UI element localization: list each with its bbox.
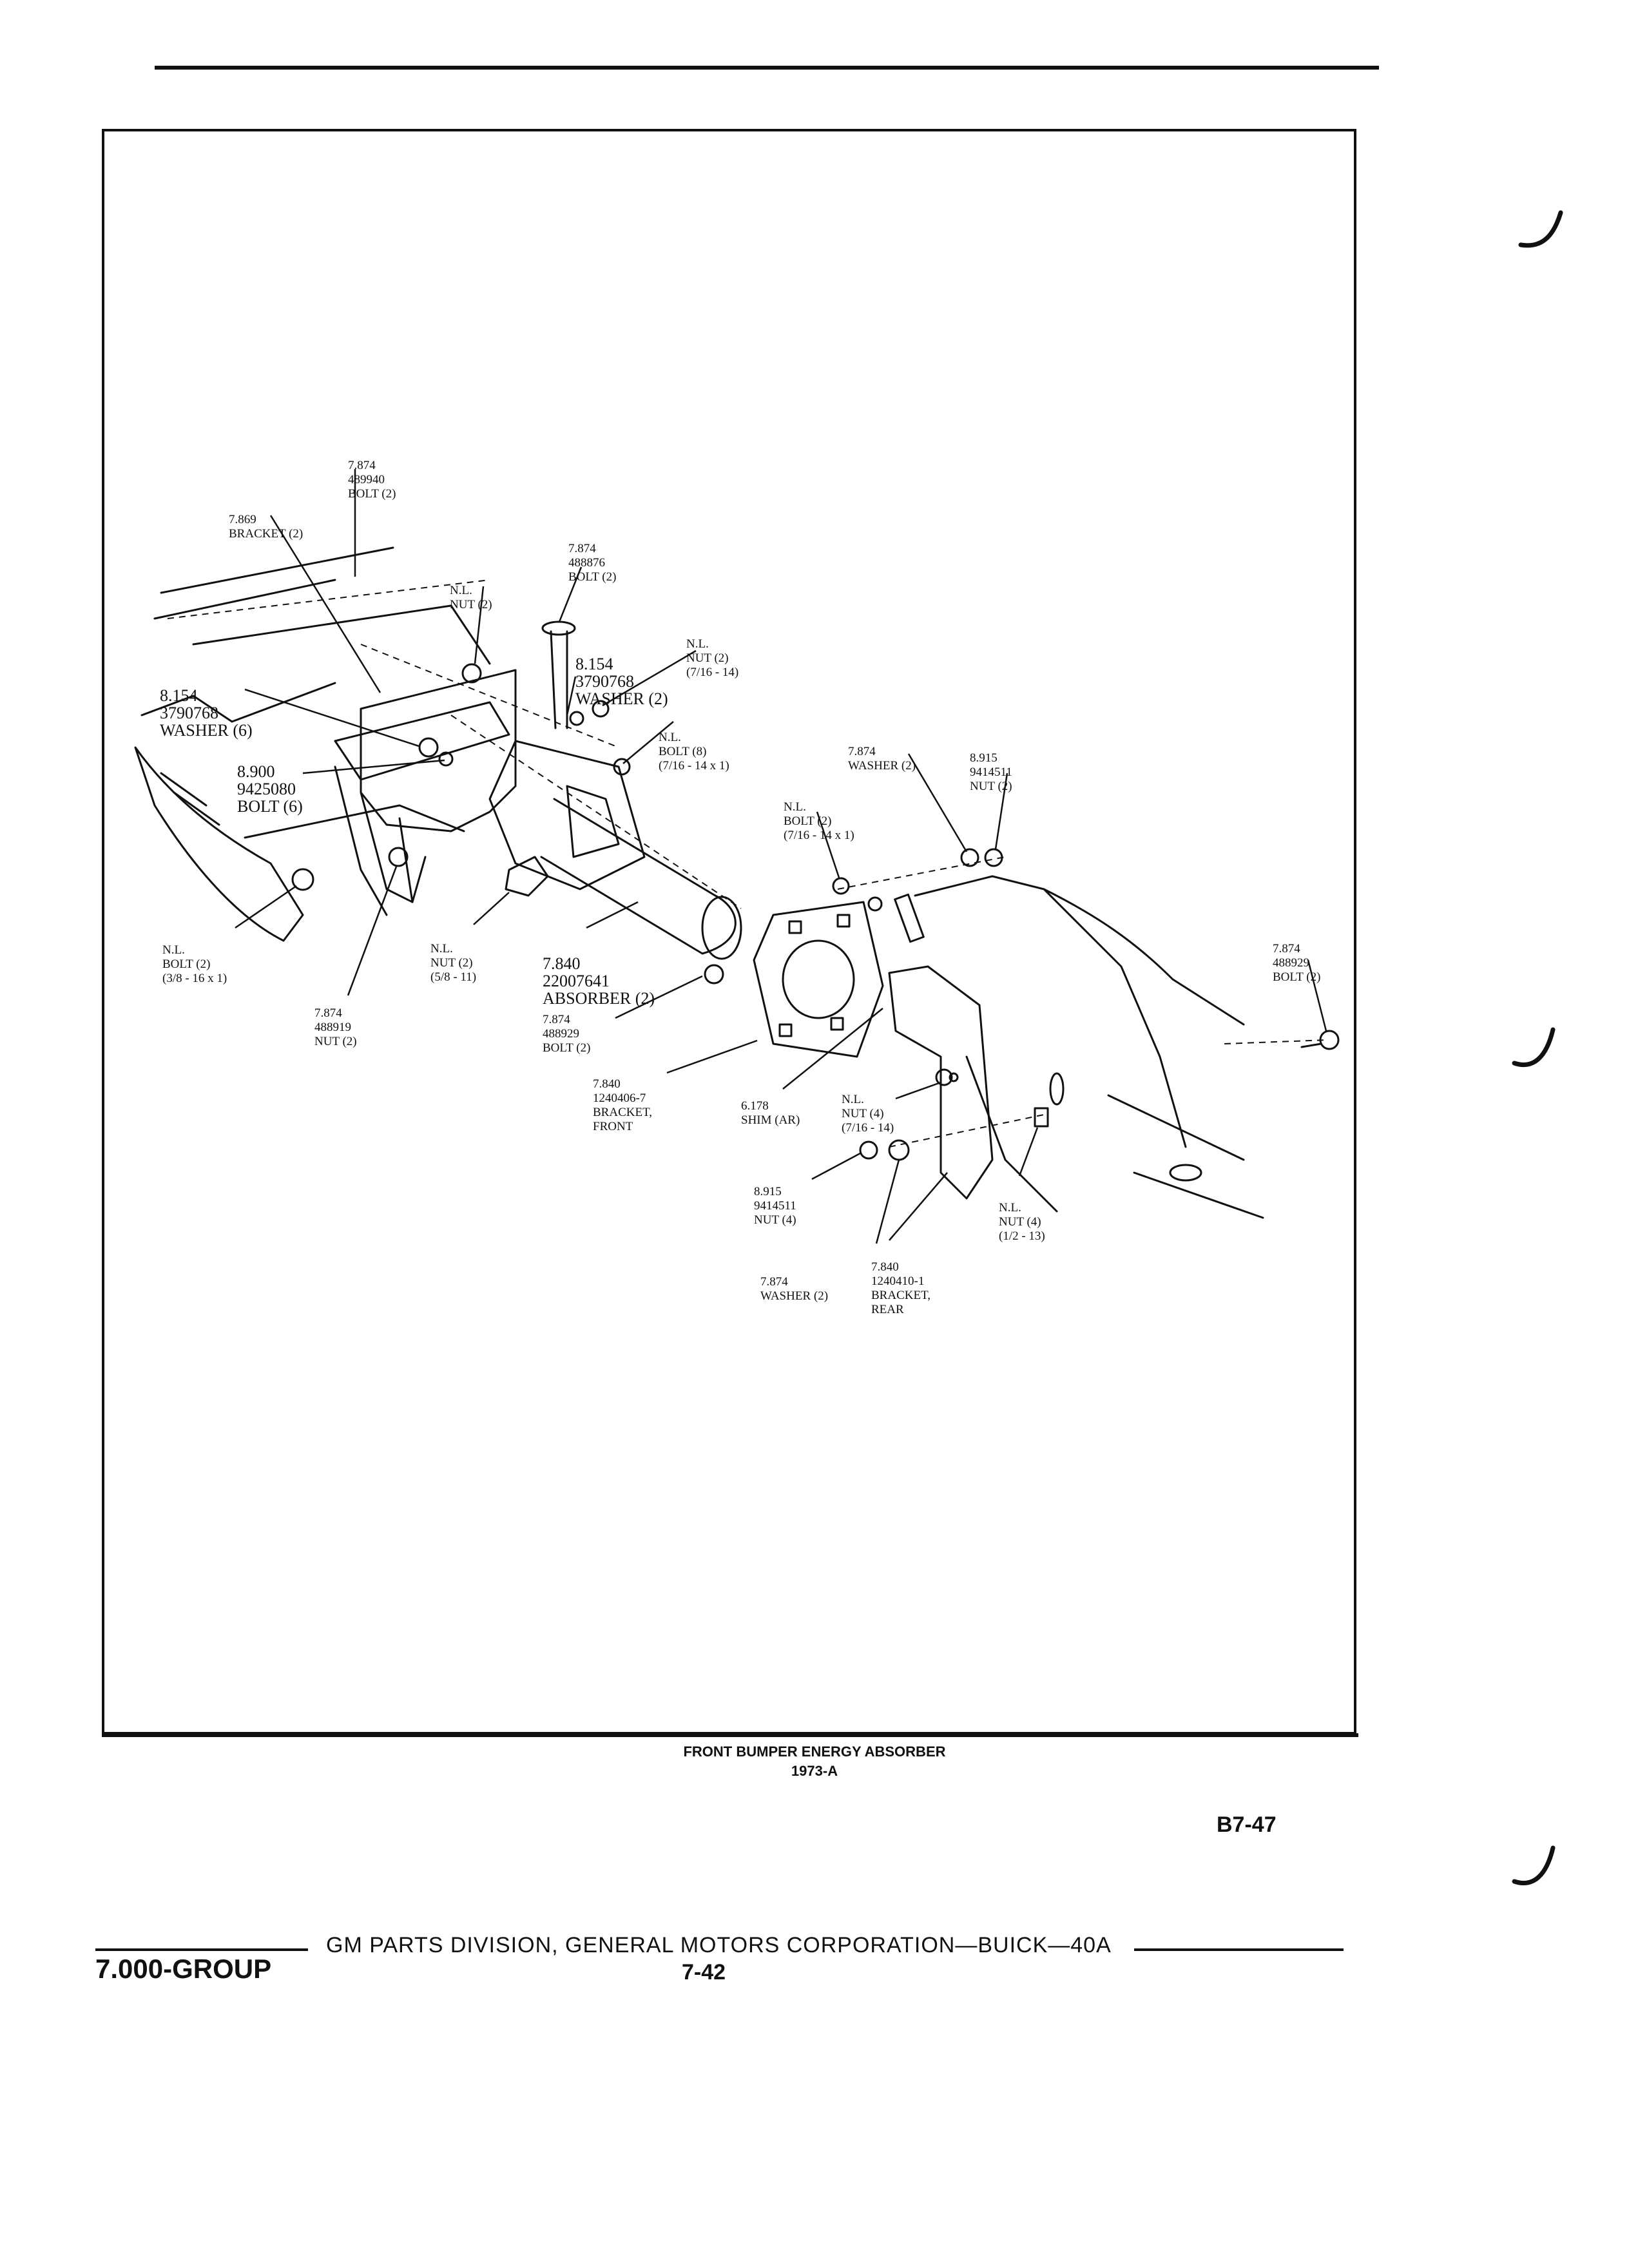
leader-bolt-9425080 <box>302 759 445 774</box>
leader-washer-7874-b <box>875 1159 900 1244</box>
leader-bolt-488929-left <box>615 975 703 1019</box>
binder-mark-top <box>1518 210 1563 248</box>
absorber-end <box>701 896 742 960</box>
leader-absorber <box>586 901 639 929</box>
absorber-cylinder <box>540 798 737 955</box>
bumper-detail <box>160 772 220 826</box>
diagram-frame-shadow <box>102 1733 1358 1737</box>
header-rule <box>155 66 1379 70</box>
frame-lower <box>244 701 510 839</box>
footer-publisher: GM PARTS DIVISION, GENERAL MOTORS CORPOR… <box>326 1933 1112 1957</box>
bracket-left-leg <box>334 765 427 916</box>
leader-bolt-nl-8 <box>622 721 674 764</box>
footer-rule-left <box>95 1948 308 1951</box>
leader-bolt-488876 <box>558 566 583 622</box>
leader-bolt-488929-right <box>1307 959 1327 1032</box>
leader-bracket-7869 <box>269 515 381 693</box>
footer-rule-right <box>1134 1948 1344 1951</box>
leader-washer-7874 <box>907 753 968 852</box>
bolt-head-top <box>541 620 576 636</box>
label-nut-nl-4-716: N.L.NUT (4)(7/16 - 14) <box>842 1093 894 1135</box>
binder-mark-bottom <box>1512 1845 1556 1886</box>
front-bracket-hole <box>782 939 855 1019</box>
label-nut-nl-716: N.L.NUT (2)(7/16 - 14) <box>686 637 739 679</box>
leader-nut-nl-58 <box>473 892 510 925</box>
leader-nut-9414511-2 <box>994 773 1008 850</box>
rear-bracket-shape <box>888 965 994 1200</box>
frame-rail-outline <box>140 546 491 723</box>
label-bolt-nl-38: N.L.BOLT (2)(3/8 - 16 x 1) <box>162 943 227 985</box>
leader-nut-488919 <box>347 866 398 996</box>
leader-nut-nl-716 <box>602 649 697 707</box>
leader-nut-nl-4-716 <box>895 1081 941 1100</box>
front-bracket-plate <box>753 901 884 1058</box>
label-nut-nl-58: N.L.NUT (2)(5/8 - 11) <box>430 942 477 984</box>
label-bolt-nl-2: N.L.BOLT (2)(7/16 - 14 x 1) <box>784 800 854 842</box>
frame-rail-right <box>914 875 1264 1219</box>
leader-shim <box>782 1008 883 1090</box>
leader-bracket-rear <box>889 1172 948 1241</box>
footer-page-number: 7-42 <box>682 1960 726 1984</box>
leader-nut-9414511-4 <box>811 1152 861 1180</box>
leader-bolt-nl-2 <box>816 811 840 878</box>
leader-nut-nl-4-12 <box>1018 1127 1039 1177</box>
diagram-caption-year: 1973-A <box>791 1763 838 1779</box>
binder-mark-middle <box>1512 1027 1556 1068</box>
label-nut-nl-4-12: N.L.NUT (4)(1/2 - 13) <box>999 1201 1045 1243</box>
label-bolt-nl-8: N.L.BOLT (8)(7/16 - 14 x 1) <box>659 731 729 773</box>
label-nut-nl-top: N.L.NUT (2) <box>450 584 492 611</box>
leader-washer-3790768-2 <box>566 676 577 716</box>
leader-bracket-front <box>666 1039 758 1074</box>
leader-nut-nl-top <box>474 586 485 664</box>
frame-rail-slot <box>894 893 925 943</box>
leader-washer-3790768-6 <box>244 688 419 747</box>
leader-bolt-nl-38 <box>235 885 297 929</box>
absorber-mount-plate <box>488 740 646 890</box>
diagram-caption-title: FRONT BUMPER ENERGY ABSORBER <box>683 1744 946 1760</box>
footer-group: 7.000-GROUP <box>95 1954 272 1984</box>
page-id: B7-47 <box>1217 1812 1277 1837</box>
